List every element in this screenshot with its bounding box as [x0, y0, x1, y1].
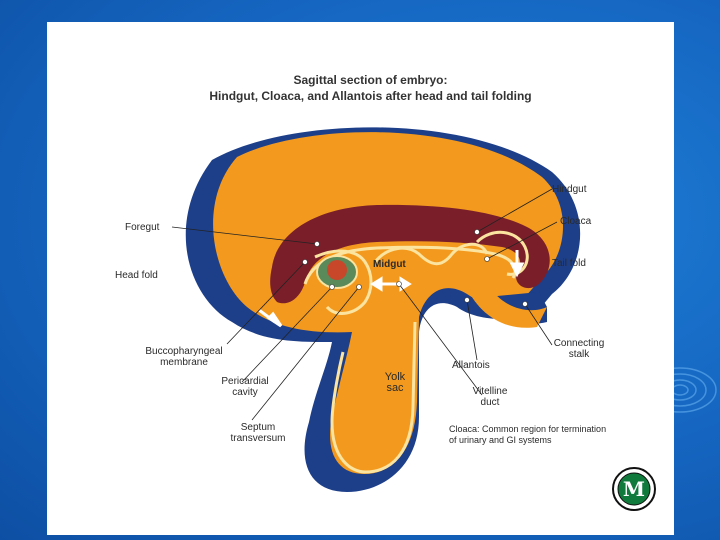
label-midgut: Midgut: [373, 259, 406, 270]
label-cloaca: Cloaca: [560, 216, 592, 227]
title-line-1: Sagittal section of embryo:: [293, 73, 448, 87]
leader-lines: [171, 188, 558, 421]
label-yolk-sac: Yolk sac: [384, 371, 406, 394]
gut-tube: [270, 204, 550, 304]
label-allantois: Allantois: [452, 360, 490, 371]
label-buccopharyngeal-membrane: Buccopharyngeal membrane: [145, 346, 223, 368]
midgut-cavity: [314, 242, 489, 315]
school-logo: M: [612, 467, 656, 511]
heart: [327, 260, 347, 280]
label-pericardial-cavity: Pericardial cavity: [221, 376, 269, 398]
label-vitelline-duct: Vitelline duct: [472, 386, 508, 408]
embryo-diagram: [171, 127, 581, 493]
title-line-2: Hindgut, Cloaca, and Allantois after hea…: [209, 89, 532, 103]
connecting-stalk-shape: [465, 284, 547, 328]
label-connecting-stalk: Connecting stalk: [553, 338, 605, 360]
label-tail-fold: Tail fold: [552, 258, 586, 269]
label-septum-transversum: Septum transversum: [230, 422, 286, 444]
label-foregut: Foregut: [125, 222, 160, 233]
logo-letter: M: [623, 477, 645, 501]
slide-card: Sagittal section of embryo: Hindgut, Clo…: [47, 22, 674, 535]
label-head-fold: Head fold: [115, 270, 158, 281]
diagram-title: Sagittal section of embryo: Hindgut, Clo…: [47, 72, 674, 104]
label-hindgut: Hindgut: [552, 184, 587, 195]
yolk-sac-border: [330, 321, 417, 474]
cloaca-note: Cloaca: Common region for termination of…: [449, 424, 607, 445]
leader-dots: [302, 229, 528, 307]
